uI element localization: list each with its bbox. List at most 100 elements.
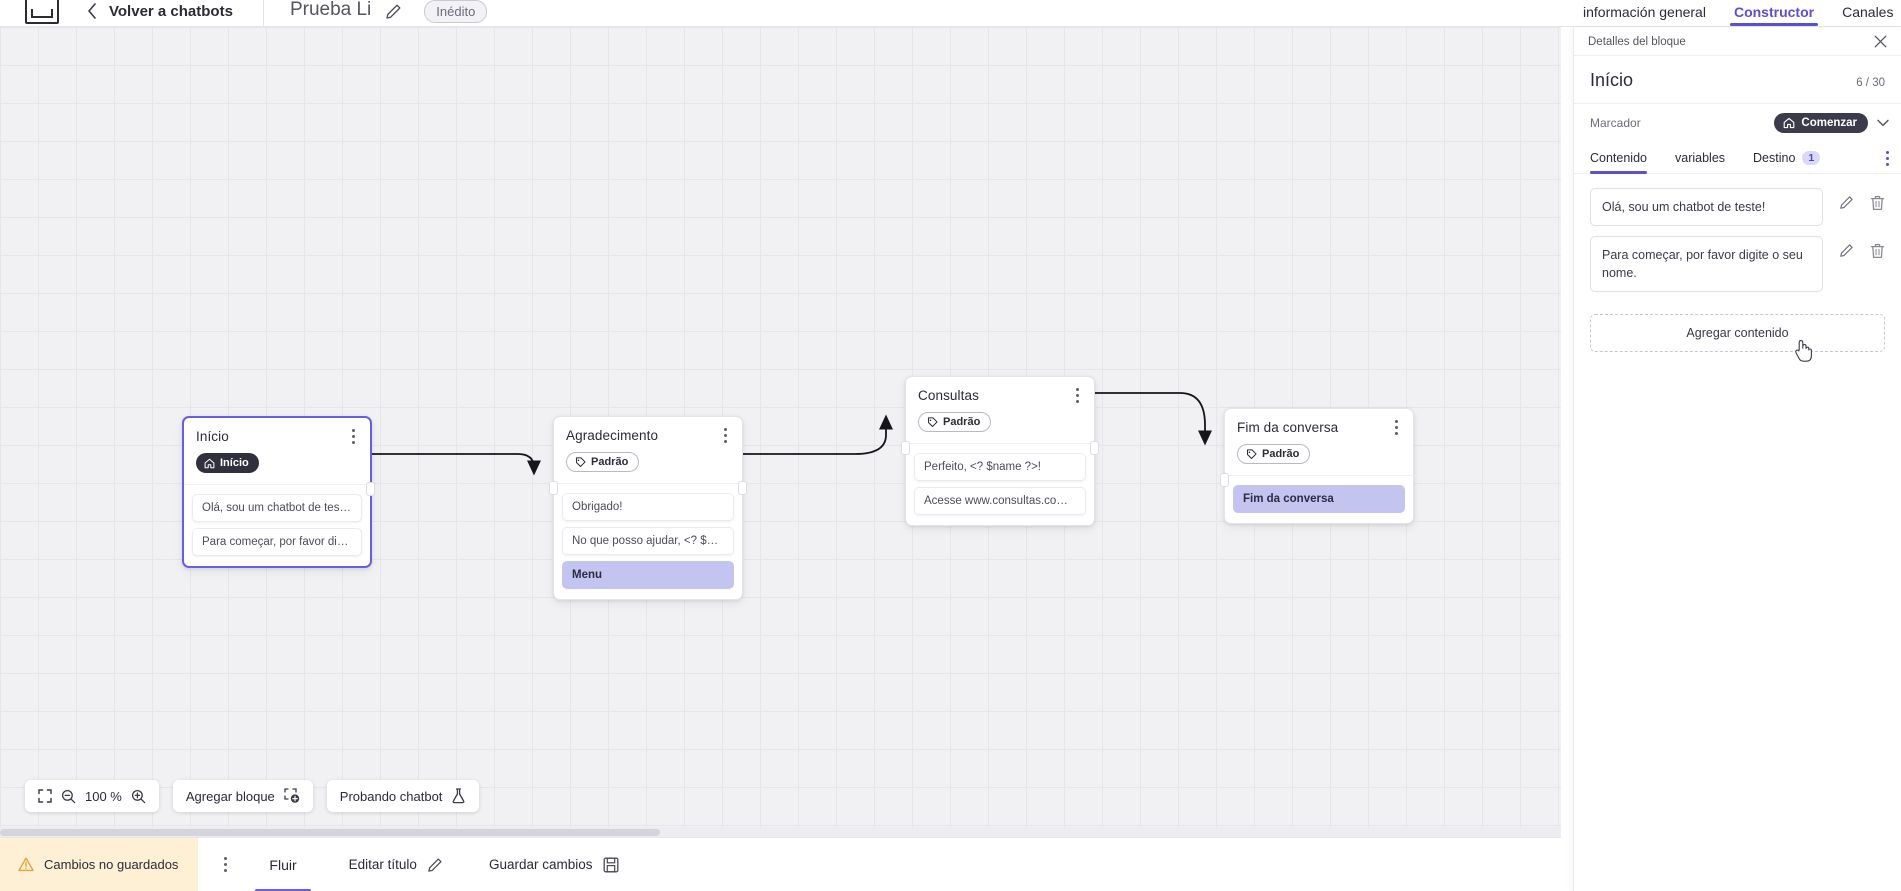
node-body: Perfeito, <? $name ?>! Acesse www.consul… bbox=[906, 452, 1094, 525]
canvas-toolbar: 100 % Agregar bloque Probando chatbot bbox=[25, 780, 480, 812]
back-to-chatbots-link[interactable]: Volver a chatbots bbox=[109, 2, 233, 20]
node-badge-row: Padrão bbox=[566, 452, 730, 473]
node-message[interactable]: Obrigado! bbox=[562, 492, 734, 521]
home-icon bbox=[1784, 117, 1795, 129]
zoom-out-icon[interactable] bbox=[61, 789, 76, 804]
flow-canvas[interactable]: Início Início Olá, sou um chatbot de tes… bbox=[0, 27, 1561, 837]
node-handle-left[interactable] bbox=[1220, 473, 1229, 487]
marker-row: Marcador Comenzar bbox=[1574, 104, 1901, 142]
scrollbar-thumb[interactable] bbox=[0, 829, 660, 836]
edit-content-pencil-icon[interactable] bbox=[1839, 195, 1854, 210]
node-title: Agradecimento bbox=[566, 428, 659, 443]
block-count: 6 / 30 bbox=[1856, 77, 1885, 89]
toolbar-divider bbox=[262, 0, 264, 26]
node-menu-kebab-icon[interactable] bbox=[1389, 420, 1403, 435]
tab-fluir[interactable]: Fluir bbox=[255, 838, 311, 891]
node-handle-right[interactable] bbox=[366, 482, 375, 496]
chevron-down-icon[interactable] bbox=[1877, 119, 1889, 127]
node-header: Fim da conversa Padrão bbox=[1225, 409, 1413, 475]
tag-icon bbox=[927, 416, 938, 427]
node-header: Consultas Padrão bbox=[906, 377, 1094, 443]
node-menu-kebab-icon[interactable] bbox=[346, 429, 360, 444]
content-item-text[interactable]: Para começar, por favor digite o seu nom… bbox=[1590, 236, 1823, 293]
save-changes-label: Guardar cambios bbox=[488, 857, 593, 872]
node-message[interactable]: Olá, sou um chatbot de teste! bbox=[192, 493, 362, 522]
node-handle-right[interactable] bbox=[738, 481, 747, 495]
block-details-panel: Detalles del bloque Início 6 / 30 Marcad… bbox=[1573, 28, 1901, 891]
tab-variables[interactable]: variables bbox=[1675, 142, 1725, 174]
top-bar: Volver a chatbots Prueba Li Inédito bbox=[0, 0, 1561, 27]
zoom-in-icon[interactable] bbox=[131, 789, 146, 804]
node-badge-label: Padrão bbox=[943, 416, 981, 428]
destino-count-badge: 1 bbox=[1802, 150, 1821, 165]
panel-menu-kebab-icon[interactable] bbox=[1886, 151, 1889, 166]
add-block-button[interactable]: Agregar bloque bbox=[172, 780, 313, 812]
test-chatbot-button[interactable]: Probando chatbot bbox=[326, 780, 480, 812]
back-chevron-icon[interactable] bbox=[87, 3, 97, 19]
node-handle-right[interactable] bbox=[1090, 441, 1099, 455]
node-message[interactable]: Perfeito, <? $name ?>! bbox=[914, 452, 1086, 481]
add-content-button[interactable]: Agregar contenido bbox=[1590, 314, 1885, 353]
flow-node-agradecimento[interactable]: Agradecimento Padrão Obrigado! No que po… bbox=[549, 416, 747, 600]
edit-content-pencil-icon[interactable] bbox=[1839, 243, 1854, 258]
tab-canales[interactable]: Canales bbox=[1842, 4, 1894, 20]
node-message[interactable]: Acesse www.consultas.com par... bbox=[914, 486, 1086, 515]
edit-title-label: Editar título bbox=[348, 857, 417, 872]
node-badge-label: Início bbox=[220, 457, 249, 469]
flow-node-consultas[interactable]: Consultas Padrão Perfeito, <? $name ?>! … bbox=[901, 376, 1099, 526]
node-menu-kebab-icon[interactable] bbox=[1070, 388, 1084, 403]
right-panel: información general Constructor Canales … bbox=[1561, 0, 1901, 891]
block-details-label: Detalles del bloque bbox=[1588, 35, 1686, 48]
marker-badge-comenzar[interactable]: Comenzar bbox=[1774, 113, 1868, 133]
block-details-subheader: Detalles del bloque bbox=[1574, 28, 1901, 56]
edit-name-pencil-icon[interactable] bbox=[385, 3, 402, 20]
content-item-row: Olá, sou um chatbot de teste! bbox=[1590, 188, 1889, 227]
tab-variables-label: variables bbox=[1675, 150, 1726, 165]
node-handle-left[interactable] bbox=[901, 441, 910, 455]
node-message-accent[interactable]: Fim da conversa bbox=[1233, 484, 1405, 513]
save-changes-button[interactable]: Guardar cambios bbox=[489, 857, 619, 873]
content-item-text[interactable]: Olá, sou um chatbot de teste! bbox=[1590, 188, 1823, 227]
bottom-menu-kebab-icon[interactable] bbox=[224, 857, 228, 872]
flow-node-inicio[interactable]: Início Início Olá, sou um chatbot de tes… bbox=[182, 416, 375, 568]
node-divider bbox=[1225, 474, 1413, 476]
node-message[interactable]: Para começar, por favor digite o ... bbox=[192, 527, 362, 556]
node-body: Obrigado! No que posso ajudar, <? $Sname… bbox=[554, 492, 742, 599]
canvas-horizontal-scrollbar[interactable] bbox=[0, 827, 1561, 837]
node-message-accent[interactable]: Menu bbox=[562, 560, 734, 589]
tab-destino[interactable]: Destino 1 bbox=[1753, 142, 1821, 174]
block-title-row: Início 6 / 30 bbox=[1574, 56, 1901, 104]
node-badge-default: Padrão bbox=[918, 412, 992, 432]
block-inner-tabs: Contenido variables Destino 1 bbox=[1574, 142, 1901, 174]
warning-icon bbox=[18, 857, 34, 872]
tab-contenido-label: Contenido bbox=[1590, 150, 1647, 165]
tab-constructor[interactable]: Constructor bbox=[1720, 4, 1828, 26]
node-handle-left[interactable] bbox=[549, 481, 558, 495]
close-icon[interactable] bbox=[1874, 35, 1887, 48]
tag-icon bbox=[1246, 448, 1257, 459]
edit-title-button[interactable]: Editar título bbox=[349, 857, 443, 873]
flow-node-fim-da-conversa[interactable]: Fim da conversa Padrão Fim da conversa bbox=[1220, 408, 1414, 524]
bot-name-label: Prueba Li bbox=[289, 0, 372, 20]
tab-contenido[interactable]: Contenido bbox=[1590, 142, 1647, 174]
tab-destino-label: Destino bbox=[1753, 150, 1796, 165]
delete-content-trash-icon[interactable] bbox=[1870, 243, 1885, 259]
node-title: Consultas bbox=[918, 388, 979, 403]
block-title: Início bbox=[1590, 70, 1634, 90]
tab-informacion-general[interactable]: información general bbox=[1583, 4, 1706, 20]
vtex-logo-icon bbox=[25, 0, 59, 24]
node-badge-row: Padrão bbox=[918, 412, 1082, 433]
delete-content-trash-icon[interactable] bbox=[1870, 195, 1885, 211]
node-message[interactable]: No que posso ajudar, <? $Sname ... bbox=[562, 526, 734, 555]
node-badge-row: Padrão bbox=[1237, 444, 1401, 465]
node-title: Início bbox=[196, 429, 229, 444]
panel-top-tabs: información general Constructor Canales bbox=[1561, 0, 1901, 27]
node-menu-kebab-icon[interactable] bbox=[718, 428, 732, 443]
content-item-actions bbox=[1823, 188, 1889, 211]
marker-label: Marcador bbox=[1590, 116, 1641, 130]
marker-badge-label: Comenzar bbox=[1801, 117, 1857, 129]
node-header: Agradecimento Padrão bbox=[554, 417, 742, 483]
node-badge-default: Padrão bbox=[1237, 444, 1311, 464]
fit-view-icon[interactable] bbox=[38, 789, 52, 803]
node-badge-label: Padrão bbox=[1262, 448, 1300, 460]
